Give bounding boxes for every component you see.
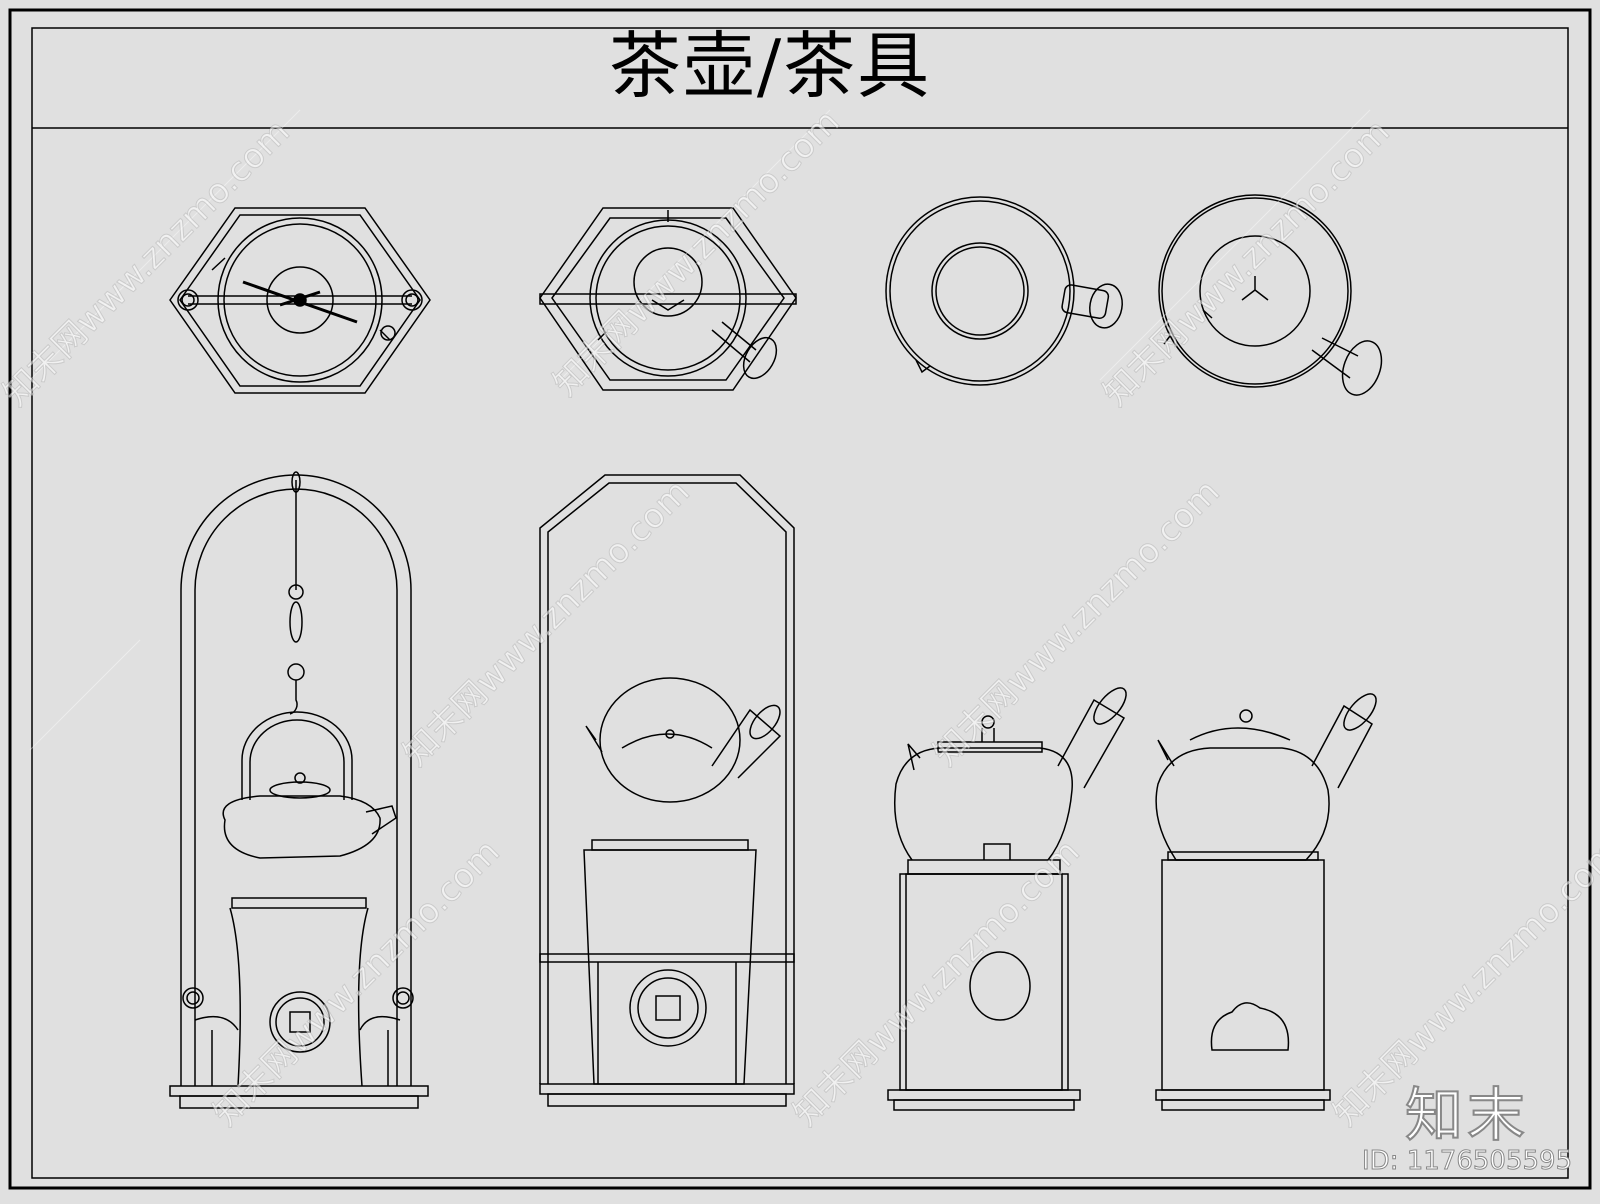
watermark-lines bbox=[29, 109, 1371, 751]
page-title: 茶壶/茶具 bbox=[608, 24, 932, 108]
outer-frame bbox=[8, 8, 1592, 1190]
elevation-arched-frame-kettle bbox=[169, 471, 429, 1109]
plan-hexagon-stand-with-pot bbox=[539, 207, 797, 391]
elevation-octagon-frame-pot bbox=[539, 474, 795, 1107]
plan-round-teapot bbox=[885, 196, 1123, 386]
elevation-pot-round-stove bbox=[1155, 693, 1377, 1111]
plan-round-teapot-2 bbox=[1158, 194, 1383, 396]
elevation-pot-box-stove bbox=[887, 687, 1127, 1111]
plan-hexagon-hanging-stand bbox=[169, 207, 431, 394]
watermark-logo: 知末 bbox=[1404, 1080, 1530, 1150]
inner-frame bbox=[31, 27, 1569, 1179]
watermark-id: ID: 1176505595 bbox=[1361, 1146, 1573, 1177]
